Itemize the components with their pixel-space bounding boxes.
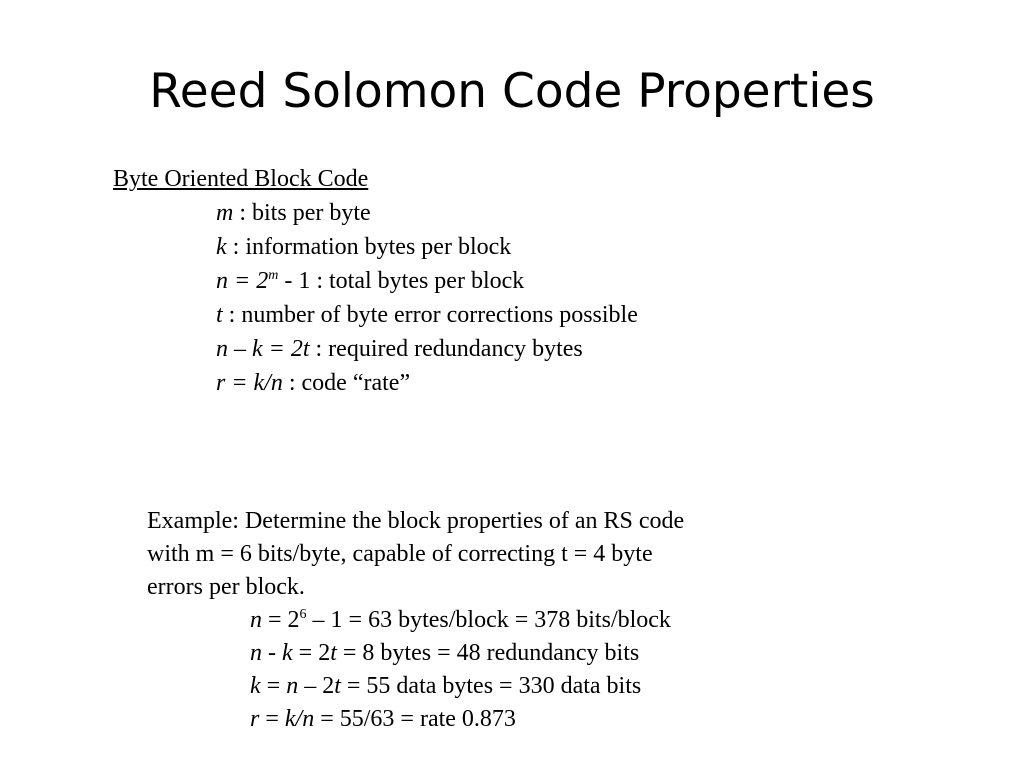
calc-rate-c: k/n xyxy=(284,706,315,732)
slide-title: Reed Solomon Code Properties xyxy=(149,64,875,119)
definition-t-desc: : number of byte error corrections possi… xyxy=(222,302,638,328)
calc-k-d: – 2 xyxy=(298,673,335,699)
example-block: Example: Determine the block properties … xyxy=(147,505,684,736)
calc-red-f: = 8 bytes = 48 redundancy bits xyxy=(336,640,640,666)
exp-m: m xyxy=(268,268,279,283)
calc-n-rest: – 1 = 63 bytes/block = 378 bits/block xyxy=(306,607,671,633)
calc-k-c: n xyxy=(286,673,299,699)
definitions-heading: Byte Oriented Block Code xyxy=(113,166,369,192)
definition-redundancy: n – k = 2t : required redundancy bytes xyxy=(113,332,638,366)
example-calc-redundancy: n - k = 2t = 8 bytes = 48 redundancy bit… xyxy=(147,637,684,670)
example-calc-rate: r = k/n = 55/63 = rate 0.873 xyxy=(147,703,684,736)
var-k: k xyxy=(216,234,227,260)
var-t: t xyxy=(216,302,223,328)
calc-rate-b: = xyxy=(259,706,285,732)
definition-redundancy-desc: : required redundancy bytes xyxy=(309,336,583,362)
var-m: m xyxy=(216,200,234,226)
calc-n-mid: = 2 xyxy=(262,607,300,633)
definition-t: t : number of byte error corrections pos… xyxy=(113,298,638,332)
expr-redundancy: n – k = 2t xyxy=(216,336,310,362)
example-line-2: with m = 6 bits/byte, capable of correct… xyxy=(147,541,653,567)
calc-red-a: n xyxy=(250,640,262,666)
calc-k-b: = xyxy=(260,673,287,699)
calc-red-d: = 2 xyxy=(292,640,331,666)
example-calc-n: n = 26 – 1 = 63 bytes/block = 378 bits/b… xyxy=(147,604,684,637)
calc-rate-a: r xyxy=(250,706,260,732)
definition-m-desc: : bits per byte xyxy=(233,200,371,226)
definition-n-desc: - 1 : total bytes per block xyxy=(278,268,525,294)
calc-red-c: k xyxy=(282,640,293,666)
calc-red-e: t xyxy=(330,640,337,666)
definition-k-desc: : information bytes per block xyxy=(226,234,512,260)
calc-k-a: k xyxy=(250,673,261,699)
definition-n: n = 2m - 1 : total bytes per block xyxy=(113,264,638,298)
expr-n: n = 2 xyxy=(216,268,269,294)
calc-rate-d: = 55/63 = rate 0.873 xyxy=(314,706,516,732)
definition-m: m : bits per byte xyxy=(113,196,638,230)
definition-rate: r = k/n : code “rate” xyxy=(113,366,638,400)
calc-n-var: n xyxy=(250,607,262,633)
example-calc-k: k = n – 2t = 55 data bytes = 330 data bi… xyxy=(147,670,684,703)
example-line-3: errors per block. xyxy=(147,574,305,600)
definition-k: k : information bytes per block xyxy=(113,230,638,264)
calc-red-b: - xyxy=(262,640,282,666)
definitions-block: Byte Oriented Block Code m : bits per by… xyxy=(113,162,638,400)
expr-rate: r = k/n xyxy=(216,370,283,396)
calc-n-exp: 6 xyxy=(299,607,307,622)
example-line-1: Example: Determine the block properties … xyxy=(147,508,685,534)
calc-k-f: = 55 data bytes = 330 data bits xyxy=(340,673,642,699)
definition-rate-desc: : code “rate” xyxy=(282,370,411,396)
calc-k-e: t xyxy=(334,673,341,699)
